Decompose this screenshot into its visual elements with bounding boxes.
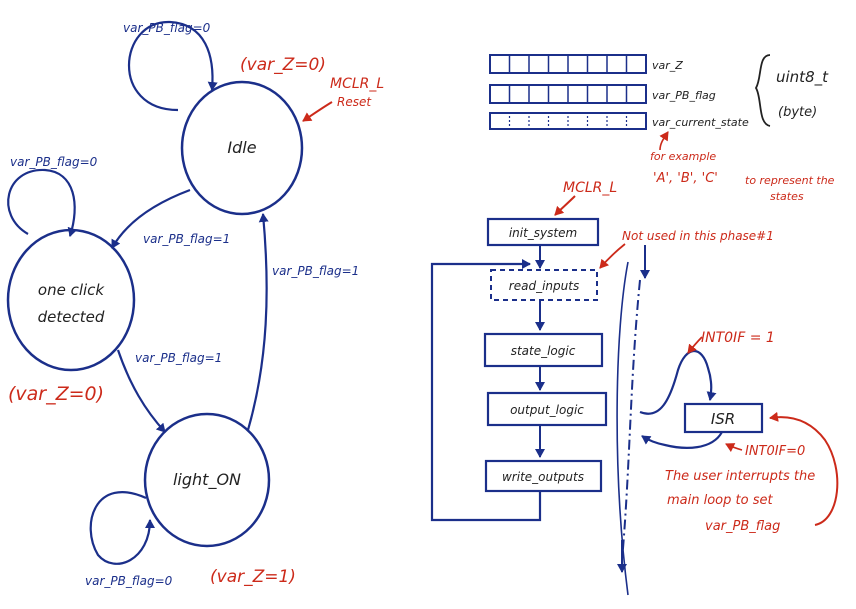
flow-reset-label: MCLR_L bbox=[563, 180, 617, 196]
type-label: uint8_t bbox=[776, 68, 829, 87]
block-init-system bbox=[486, 217, 600, 247]
state-light-on: light_ON bbox=[143, 412, 271, 548]
register-var-z-label: var_Z bbox=[652, 59, 683, 72]
transition-oneclick-self bbox=[7, 168, 78, 237]
isr-note-line1: The user interrupts the bbox=[665, 469, 815, 484]
block-state-logic bbox=[483, 332, 604, 368]
output-one-click: (var_Z=0) bbox=[8, 383, 104, 405]
label-idle-to-oneclick: var_PB_flag=1 bbox=[143, 232, 230, 246]
state-one-click-detected: one click detected bbox=[6, 228, 136, 372]
reset-label: MCLR_L bbox=[330, 76, 384, 92]
reset-arrow bbox=[302, 101, 333, 122]
label-oneclick-to-light: var_PB_flag=1 bbox=[135, 351, 222, 365]
transition-light-self bbox=[89, 491, 155, 565]
transition-oneclick-to-light bbox=[116, 349, 166, 433]
register-var-current-state bbox=[489, 112, 647, 130]
output-light-on: (var_Z=1) bbox=[210, 567, 296, 587]
transition-light-to-idle bbox=[246, 213, 269, 431]
block-read-inputs-label: read_inputs bbox=[509, 279, 579, 293]
register-var-current-state-label: var_current_state bbox=[652, 116, 749, 129]
int-set-label: INT0IF = 1 bbox=[701, 330, 775, 346]
flow-reset-arrow bbox=[554, 195, 576, 216]
block-output-logic bbox=[486, 391, 608, 427]
type-size-label: (byte) bbox=[778, 105, 817, 120]
block-init-system-label: init_system bbox=[509, 226, 577, 240]
note-arrow bbox=[659, 131, 669, 151]
register-var-pb-flag bbox=[489, 84, 647, 104]
isr-note-curve bbox=[769, 411, 839, 526]
state-one-click-label-line1: one click bbox=[38, 281, 106, 299]
block-read-inputs bbox=[490, 269, 598, 301]
label-light-to-idle: var_PB_flag=1 bbox=[272, 264, 359, 278]
variables-panel: var_Z var_PB_flag var_current_state bbox=[489, 54, 835, 203]
transition-idle-self bbox=[128, 20, 218, 112]
label-light-self: var_PB_flag=0 bbox=[85, 574, 173, 588]
state-idle: Idle bbox=[180, 80, 304, 216]
int-set-arrow bbox=[687, 336, 703, 354]
transition-idle-to-oneclick bbox=[111, 188, 191, 249]
reset-sublabel: Reset bbox=[337, 95, 372, 109]
state-light-on-label: light_ON bbox=[173, 470, 241, 490]
not-used-arrow bbox=[599, 243, 626, 269]
int-clear-label: INT0IF=0 bbox=[745, 444, 805, 459]
block-write-outputs-label: write_outputs bbox=[502, 470, 584, 484]
label-idle-self: var_PB_flag=0 bbox=[123, 21, 211, 35]
not-used-note: Not used in this phase#1 bbox=[622, 229, 774, 243]
main-loop-path bbox=[430, 259, 542, 522]
note-line1: for example bbox=[650, 150, 716, 163]
isr-label: ISR bbox=[711, 410, 735, 428]
register-var-pb-flag-label: var_PB_flag bbox=[652, 89, 716, 102]
isr-block bbox=[683, 402, 764, 434]
state-one-click-label-line2: detected bbox=[38, 308, 105, 326]
block-state-logic-label: state_logic bbox=[511, 344, 576, 358]
note-line3: to represent the bbox=[745, 174, 835, 187]
label-oneclick-self: var_PB_flag=0 bbox=[10, 155, 98, 169]
block-output-logic-label: output_logic bbox=[510, 403, 584, 417]
type-brace bbox=[754, 54, 771, 127]
output-idle: (var_Z=0) bbox=[240, 55, 326, 75]
isr-note-line3: var_PB_flag bbox=[705, 519, 780, 534]
timeline-line bbox=[621, 279, 641, 561]
state-machine: Idle one click detected light_ON var_PB_… bbox=[6, 20, 384, 588]
block-write-outputs bbox=[484, 459, 603, 493]
note-line4: states bbox=[770, 190, 804, 203]
timeline-bracket bbox=[616, 261, 629, 596]
int-clear-arrow bbox=[725, 443, 743, 453]
interrupt-return-arrow bbox=[641, 431, 723, 449]
register-var-z bbox=[489, 54, 647, 74]
note-line2: 'A', 'B', 'C' bbox=[653, 171, 718, 186]
isr-note-line2: main loop to set bbox=[667, 493, 773, 508]
flowchart: MCLR_L init_system read_inputs Not used … bbox=[430, 180, 839, 596]
state-idle-label: Idle bbox=[227, 138, 256, 157]
